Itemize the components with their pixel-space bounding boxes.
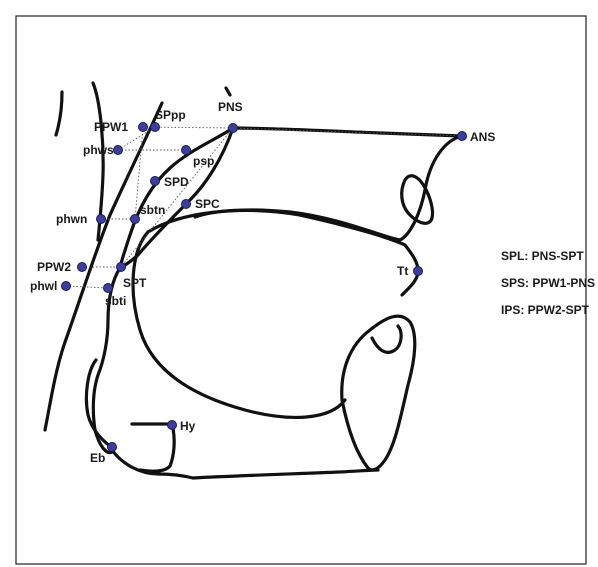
label-phws: phws [83, 143, 114, 157]
pns-tick [226, 88, 230, 95]
label-tt: Tt [397, 264, 408, 278]
legend: SPL: PNS-SPT SPS: PPW1-PNS IPS: PPW2-SPT [501, 249, 595, 317]
legend-ips: IPS: PPW2-SPT [501, 303, 590, 317]
label-eb: Eb [90, 451, 105, 465]
landmark-eb-dot [108, 443, 117, 452]
landmark-ans-dot [458, 132, 467, 141]
landmark-ppw2-dot [78, 263, 87, 272]
landmark-phws-dot [114, 146, 123, 155]
landmark-spt-dot [117, 263, 126, 272]
tongue-base [133, 232, 345, 417]
label-spc: SPC [195, 197, 220, 211]
label-spt: SPT [123, 276, 147, 290]
landmark-ppw1-dot [139, 123, 148, 132]
landmark-sbti-dot [104, 284, 113, 293]
nasopharynx-wall-upper [56, 92, 62, 135]
label-ans: ANS [470, 130, 495, 144]
landmark-phwl-dot [62, 282, 71, 291]
diagram-frame [16, 16, 586, 564]
landmark-labels: PNS ANS PPW1 SPpp phws psp SPD sbtn SPC … [30, 100, 495, 465]
landmark-sppp-dot [151, 123, 160, 132]
mandible [342, 316, 415, 470]
label-pns: PNS [218, 100, 243, 114]
tongue-dorsum [148, 210, 418, 295]
label-sppp: SPpp [155, 108, 186, 122]
label-phwn: phwn [56, 212, 87, 226]
landmark-spd-dot [151, 177, 160, 186]
hard-palate [233, 128, 462, 136]
label-ppw1: PPW1 [94, 120, 128, 134]
label-hy: Hy [180, 419, 196, 433]
landmark-sbtn-dot [131, 215, 140, 224]
label-psp: psp [193, 154, 214, 168]
vallecula [112, 450, 193, 478]
label-sbti: sbti [105, 294, 126, 308]
line-phwl-sbti [66, 286, 108, 288]
label-ppw2: PPW2 [37, 260, 71, 274]
landmark-phwn-dot [97, 215, 106, 224]
landmark-psp-dot [182, 146, 191, 155]
landmark-pns-dot [229, 124, 238, 133]
legend-sps: SPS: PPW1-PNS [501, 276, 595, 290]
legend-spl: SPL: PNS-SPT [501, 249, 584, 263]
label-spd: SPD [164, 175, 189, 189]
landmark-spc-dot [182, 200, 191, 209]
landmark-tt-dot [414, 267, 423, 276]
lower-incisor [372, 326, 401, 352]
floor-of-mouth [193, 470, 378, 478]
hyoid [132, 424, 174, 471]
label-phwl: phwl [30, 279, 57, 293]
landmark-hy-dot [168, 421, 177, 430]
label-sbtn: sbtn [140, 203, 165, 217]
